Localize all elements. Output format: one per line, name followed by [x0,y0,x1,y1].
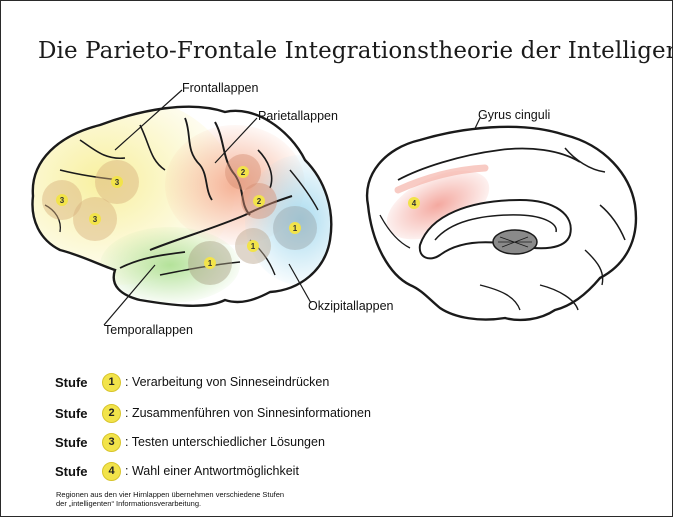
svg-text:3: 3 [60,196,65,205]
svg-text:1: 1 [251,242,256,251]
svg-text:3: 3 [93,215,98,224]
svg-text:1: 1 [293,224,298,233]
legend-description: : Zusammenführen von Sinnesinformationen [125,406,371,420]
footnote-line-2: der „intelligenten“ Informationsverarbei… [56,499,386,508]
footnote: Regionen aus den vier Hirnlappen überneh… [56,490,386,508]
marker-stage-3: 3 [111,176,123,188]
marker-stage-3: 3 [89,213,101,225]
marker-stage-1: 1 [204,257,216,269]
label-okzipitallappen: Okzipitallappen [308,299,394,313]
legend-stufe-label: Stufe [55,435,102,450]
legend-row-stage-4: Stufe 4 : Wahl einer Antwortmöglichkeit [55,461,299,481]
legend-description: : Wahl einer Antwortmöglichkeit [125,464,299,478]
legend-stufe-label: Stufe [55,375,102,390]
legend-row-stage-3: Stufe 3 : Testen unterschiedlicher Lösun… [55,432,325,452]
marker-stage-1: 1 [289,222,301,234]
stage-badge: 1 [102,373,121,392]
marker-stage-3: 3 [56,194,68,206]
marker-stage-1: 1 [247,240,259,252]
label-temporallappen: Temporallappen [104,323,193,337]
svg-text:2: 2 [241,168,246,177]
legend-row-stage-2: Stufe 2 : Zusammenführen von Sinnesinfor… [55,403,371,423]
medial-brain: 4 [367,127,636,320]
stage-badge: 2 [102,404,121,423]
legend-row-stage-1: Stufe 1 : Verarbeitung von Sinneseindrüc… [55,372,329,392]
label-parietallappen: Parietallappen [258,109,338,123]
legend-stufe-label: Stufe [55,406,102,421]
label-gyrus-cinguli: Gyrus cinguli [478,108,550,122]
label-frontallappen: Frontallappen [182,81,258,95]
footnote-line-1: Regionen aus den vier Hirnlappen überneh… [56,490,386,499]
marker-stage-2: 2 [237,166,249,178]
svg-text:3: 3 [115,178,120,187]
legend-description: : Testen unterschiedlicher Lösungen [125,435,325,449]
svg-text:2: 2 [257,197,262,206]
legend-description: : Verarbeitung von Sinneseindrücken [125,375,329,389]
svg-text:4: 4 [412,199,417,208]
marker-stage-2: 2 [253,195,265,207]
svg-text:1: 1 [208,259,213,268]
stage-badge: 4 [102,462,121,481]
stage-badge: 3 [102,433,121,452]
marker-stage-4: 4 [408,197,420,209]
legend-stufe-label: Stufe [55,464,102,479]
